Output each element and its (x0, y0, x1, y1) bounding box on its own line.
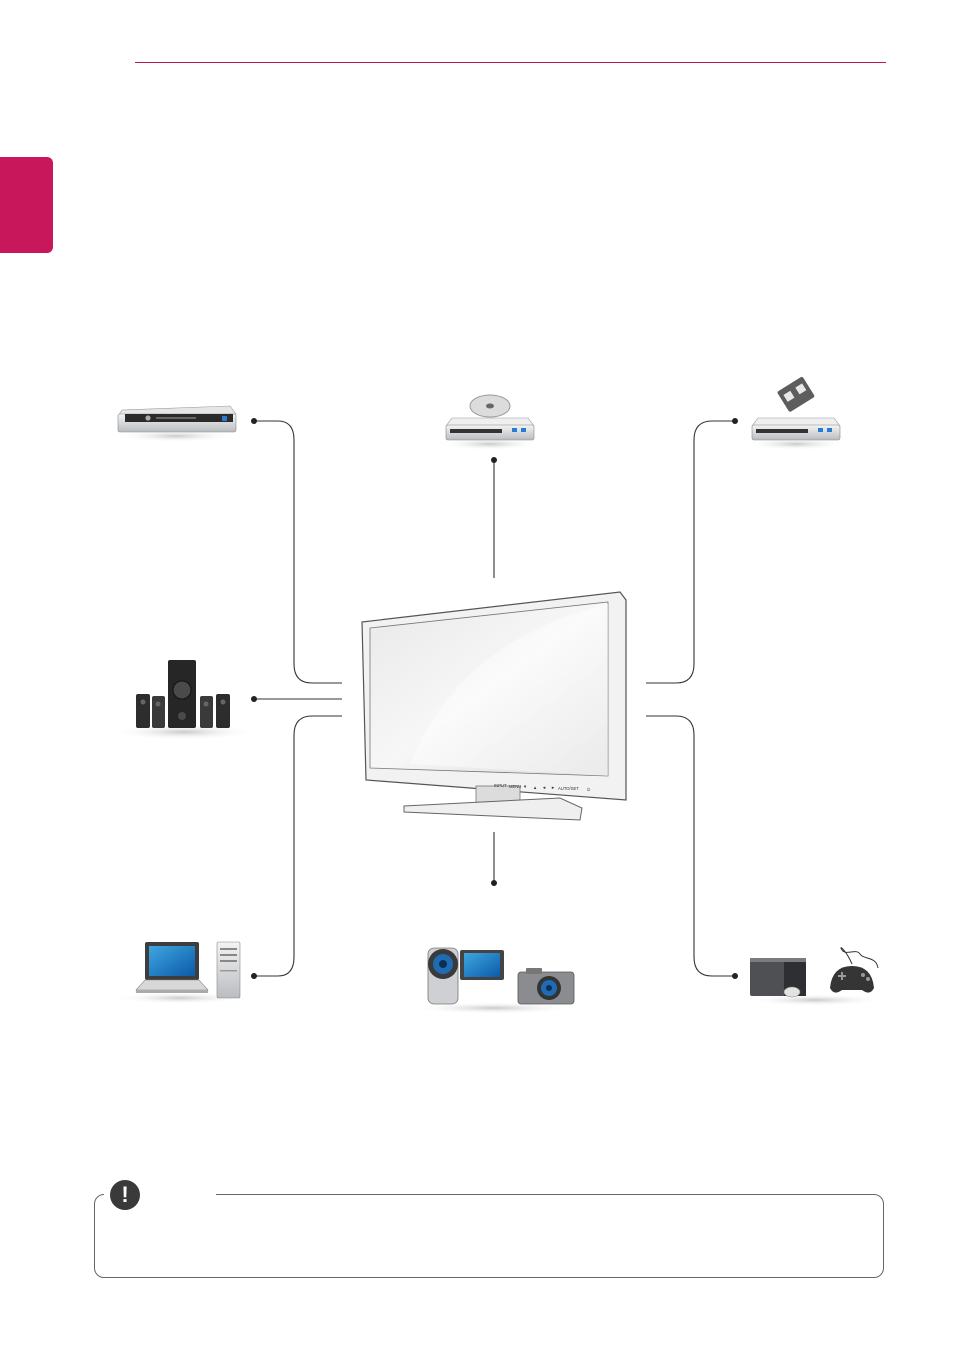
monitor-tv-icon: INPUT MENU ▼ ▲ ◄ ► AUTO/SET ⏻ (362, 592, 626, 820)
game-console-and-gamepad-icon (747, 948, 883, 1006)
line-blu-ray (254, 421, 342, 683)
blu-ray-player-icon (116, 406, 236, 442)
svg-text:MENU: MENU (509, 784, 521, 789)
laptop-and-desktop-icon (114, 942, 246, 1004)
note-box (94, 1194, 884, 1278)
vcr-icon (746, 376, 846, 450)
exclamation-icon: ! (110, 1180, 140, 1210)
line-game (646, 716, 735, 976)
line-vcr (646, 421, 735, 683)
home-theater-speakers-icon (112, 660, 256, 740)
line-computer (254, 716, 342, 976)
svg-text:►: ► (551, 785, 555, 790)
dvd-player-icon (440, 395, 540, 450)
svg-text:▼: ▼ (523, 784, 527, 789)
svg-text:AUTO/SET: AUTO/SET (558, 786, 579, 791)
svg-text:INPUT: INPUT (494, 783, 507, 788)
svg-text:▲: ▲ (533, 785, 537, 790)
svg-text:◄: ◄ (542, 785, 546, 790)
camcorder-and-camera-icon (410, 948, 578, 1014)
